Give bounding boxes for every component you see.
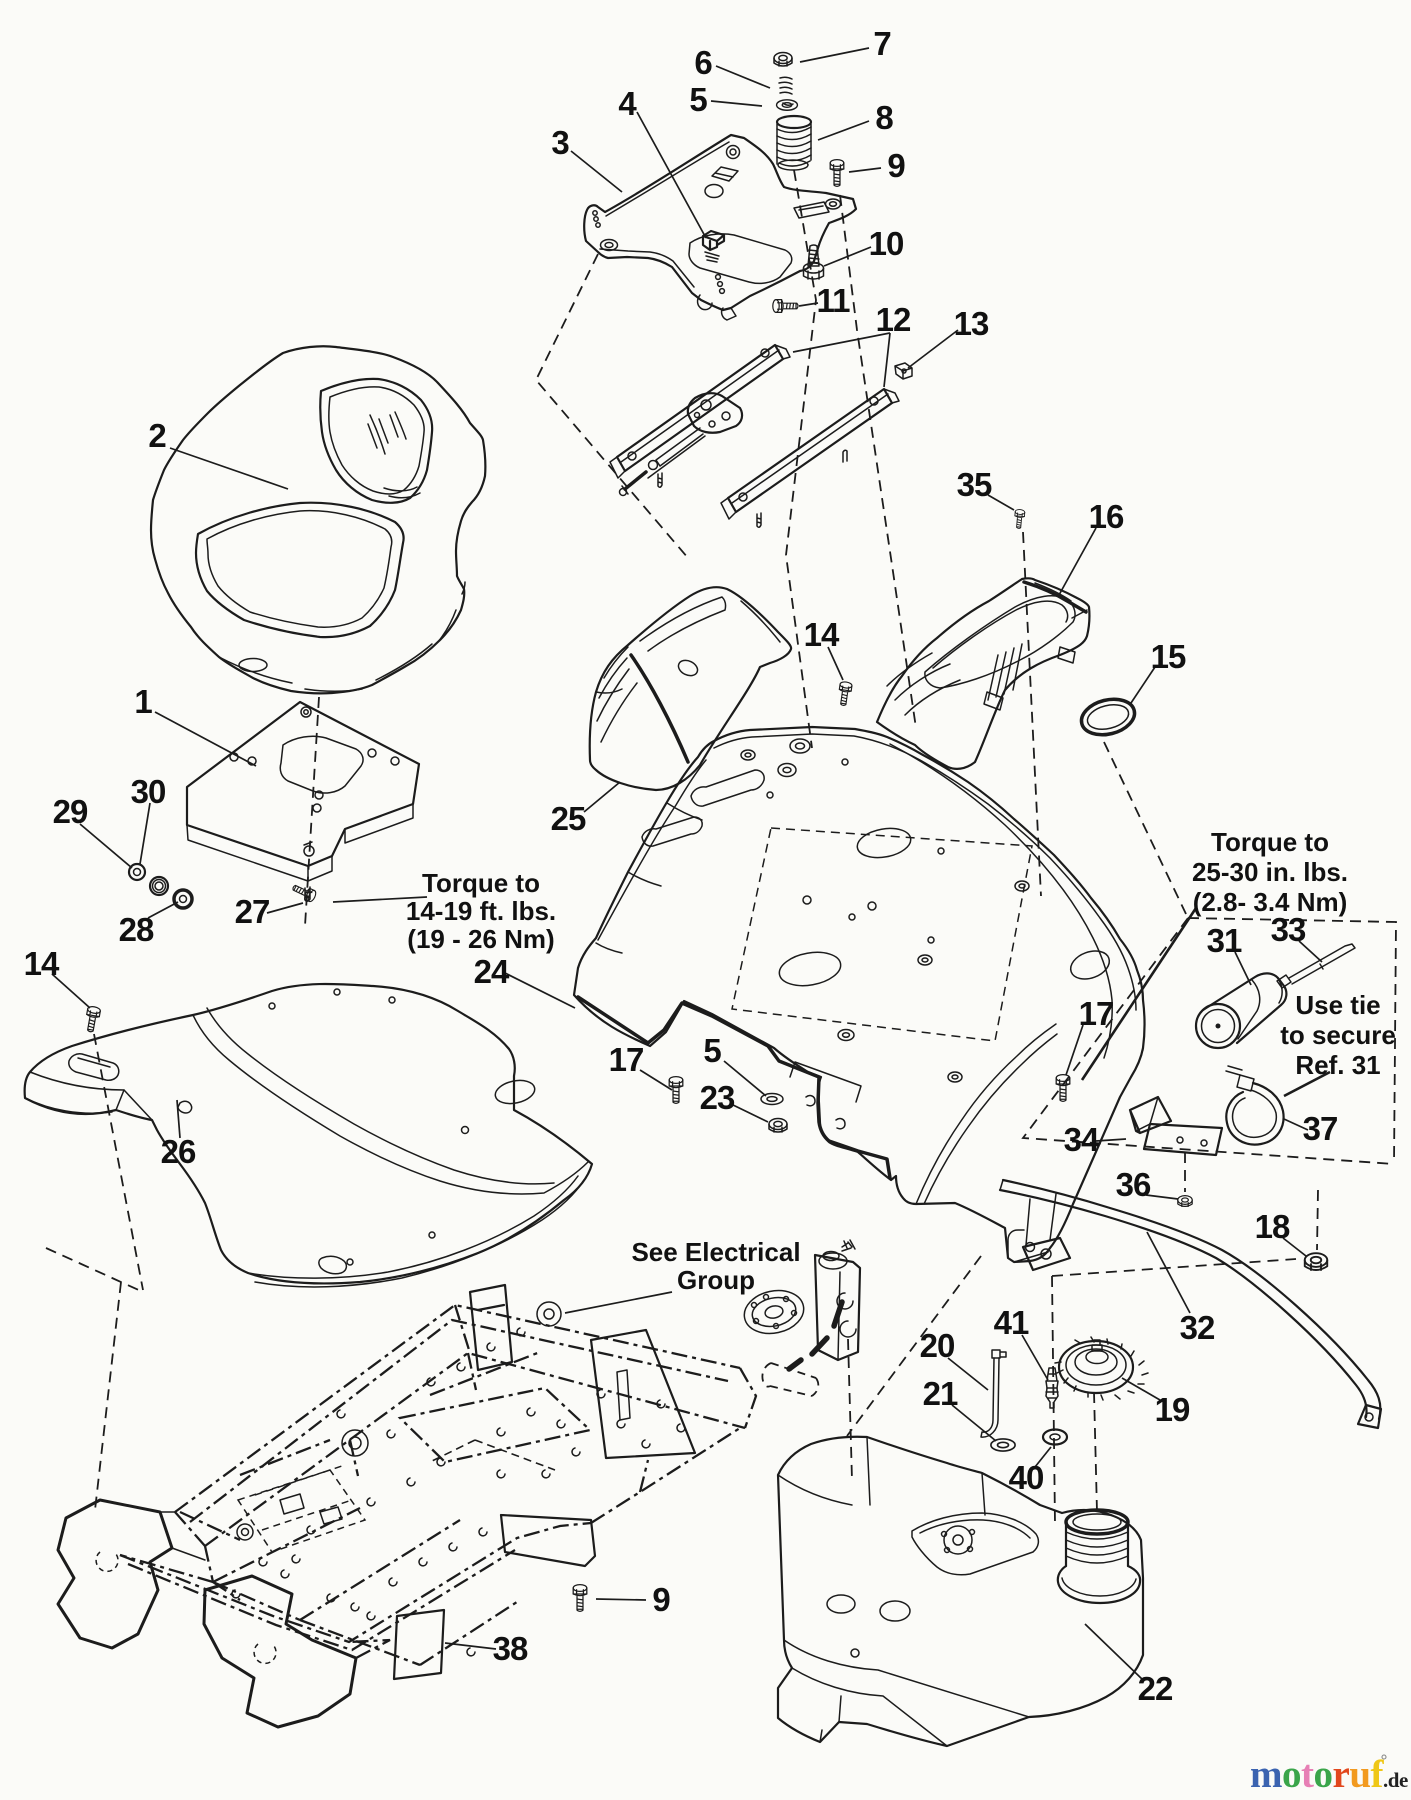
svg-text:16: 16 [1089,498,1124,535]
svg-text:(2.8- 3.4 Nm): (2.8- 3.4 Nm) [1193,887,1348,917]
svg-text:27: 27 [235,893,270,930]
svg-text:28: 28 [119,911,154,948]
svg-text:29: 29 [53,793,88,830]
svg-text:5: 5 [689,81,707,118]
svg-text:See Electrical: See Electrical [631,1237,800,1267]
svg-text:10: 10 [869,225,904,262]
svg-text:24: 24 [474,953,510,990]
svg-text:20: 20 [920,1327,955,1364]
svg-text:37: 37 [1303,1110,1338,1147]
svg-text:2: 2 [148,417,166,454]
svg-text:4: 4 [618,85,637,122]
svg-text:17: 17 [609,1041,644,1078]
svg-text:25: 25 [551,800,586,837]
svg-text:Ref. 31: Ref. 31 [1295,1050,1380,1080]
svg-text:38: 38 [493,1630,528,1667]
svg-text:40: 40 [1009,1459,1044,1496]
svg-text:17: 17 [1079,995,1114,1032]
svg-text:motoruf.de: motoruf.de [1250,1753,1408,1796]
svg-text:14: 14 [804,616,840,653]
svg-text:Torque to: Torque to [1211,827,1329,857]
svg-text:9: 9 [652,1581,670,1618]
svg-text:21: 21 [923,1375,958,1412]
svg-text:33: 33 [1271,911,1306,948]
svg-text:30: 30 [131,773,166,810]
svg-text:35: 35 [957,466,992,503]
svg-text:25-30 in. lbs.: 25-30 in. lbs. [1192,857,1348,887]
svg-text:19: 19 [1155,1391,1190,1428]
svg-text:34: 34 [1064,1121,1100,1158]
svg-text:(19 - 26 Nm): (19 - 26 Nm) [407,924,554,954]
svg-text:14: 14 [24,945,60,982]
svg-text:Torque to: Torque to [422,868,540,898]
svg-text:1: 1 [134,683,152,720]
svg-text:5: 5 [703,1032,721,1069]
svg-text:6: 6 [694,44,712,81]
svg-text:23: 23 [700,1079,735,1116]
svg-text:18: 18 [1255,1208,1290,1245]
svg-text:9: 9 [887,147,905,184]
svg-text:11: 11 [817,282,851,319]
svg-text:3: 3 [551,124,569,161]
svg-text:to secure: to secure [1280,1020,1396,1050]
svg-text:26: 26 [161,1133,196,1170]
svg-text:13: 13 [954,305,989,342]
svg-text:15: 15 [1151,638,1186,675]
svg-text:12: 12 [876,301,911,338]
svg-text:32: 32 [1180,1309,1215,1346]
svg-text:Use tie: Use tie [1295,990,1380,1020]
svg-text:22: 22 [1138,1670,1173,1707]
svg-text:7: 7 [873,25,890,62]
svg-text:Group: Group [677,1265,755,1295]
svg-text:31: 31 [1207,922,1242,959]
svg-text:36: 36 [1116,1166,1151,1203]
svg-text:41: 41 [994,1304,1029,1341]
svg-text:8: 8 [875,99,893,136]
svg-text:14-19 ft. lbs.: 14-19 ft. lbs. [406,896,556,926]
